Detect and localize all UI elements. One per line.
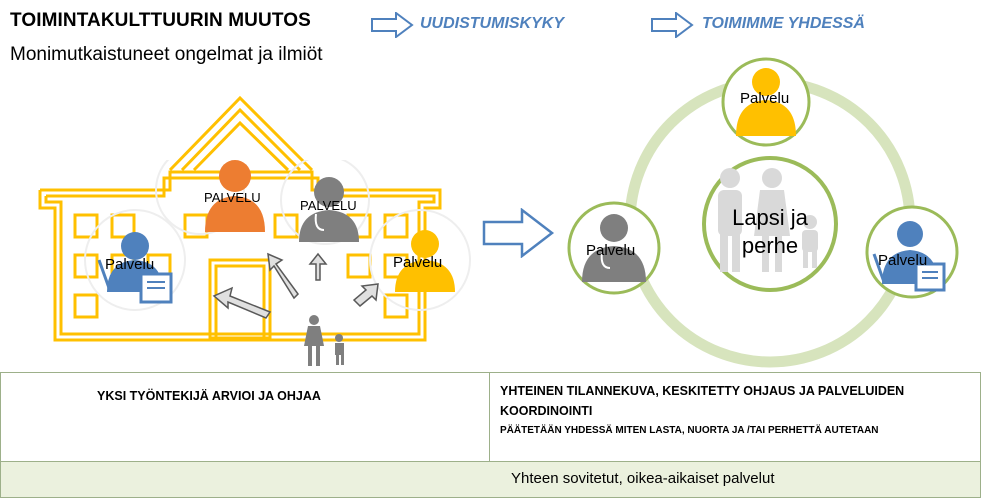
service-circles [84, 160, 471, 311]
table-right-main: YHTEINEN TILANNEKUVA, KESKITETTY OHJAUS … [500, 384, 905, 418]
orange-person-icon [205, 160, 270, 232]
subtitle: Monimutkaistuneet ongelmat ja ilmiöt [10, 44, 323, 65]
arrows-to-services [212, 252, 379, 319]
page-title: TOIMINTAKULTTUURIN MUUTOS [10, 10, 311, 31]
table-bottom-text: Yhteen sovitetut, oikea-aikaiset palvelu… [511, 470, 775, 487]
service-node-top [721, 57, 811, 147]
service-label: PALVELU [204, 190, 261, 205]
step-uudistumiskyky: UUDISTUMISKYKY [420, 15, 565, 32]
service-label: Palvelu [878, 252, 928, 269]
arrow-right-icon [651, 12, 694, 38]
table-right-sub: PÄÄTETÄÄN YHDESSÄ MITEN LASTA, NUORTA JA… [500, 425, 879, 436]
arrow-right-icon [482, 208, 555, 258]
service-label: PALVELU [300, 198, 357, 213]
gray-doctor-icon [299, 177, 359, 242]
yellow-person-icon [395, 230, 455, 292]
step-toimimme-yhdessa: TOIMIMME YHDESSÄ [702, 15, 865, 32]
center-label: Lapsi ja perhe [716, 204, 824, 260]
service-label: Palvelu [105, 256, 155, 273]
table-cell-left: YKSI TYÖNTEKIJÄ ARVIOI JA OHJAA [0, 372, 490, 462]
service-label: Palvelu [740, 90, 790, 107]
family-icon [304, 315, 344, 366]
service-label: Palvelu [393, 254, 443, 271]
arrow-right-icon [371, 12, 414, 38]
center-label-line1: Lapsi ja [732, 205, 808, 230]
table-left-text: YKSI TYÖNTEKIJÄ ARVIOI JA OHJAA [97, 389, 321, 403]
service-node-left [567, 201, 661, 295]
service-label: Palvelu [586, 242, 636, 259]
center-label-line2: perhe [741, 233, 799, 258]
child-family-circle [702, 156, 838, 292]
blue-teacher-icon [97, 232, 173, 304]
table-cell-right: YHTEINEN TILANNEKUVA, KESKITETTY OHJAUS … [489, 372, 981, 462]
service-node-right [865, 205, 959, 299]
table-bottom-row: Yhteen sovitetut, oikea-aikaiset palvelu… [0, 461, 981, 498]
comparison-table: YKSI TYÖNTEKIJÄ ARVIOI JA OHJAA YHTEINEN… [0, 372, 981, 498]
